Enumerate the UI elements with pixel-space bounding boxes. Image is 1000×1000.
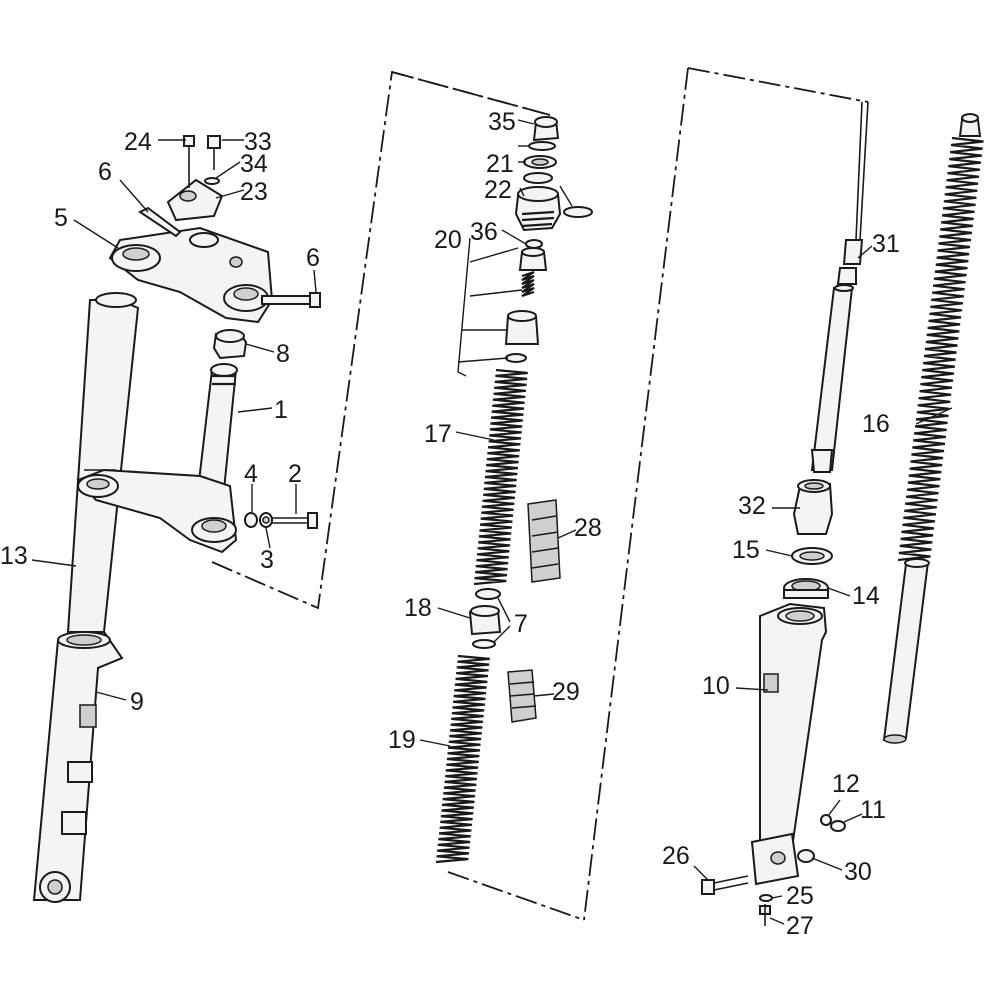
callout-6b: 6	[306, 244, 320, 272]
callout-5: 5	[54, 204, 68, 232]
callout-34: 34	[240, 150, 268, 178]
callout-25: 25	[786, 882, 814, 910]
callout-33: 33	[244, 128, 272, 156]
callout-32: 32	[738, 492, 766, 520]
right-fork-assembly	[693, 101, 984, 926]
callout-12: 12	[832, 770, 860, 798]
callout-17: 17	[424, 420, 452, 448]
callout-13: 13	[0, 542, 28, 570]
callout-3: 3	[260, 546, 274, 574]
callout-15: 15	[732, 536, 760, 564]
callout-labels: 24 33 34 23 6 5 6 8 1 2 4 3 13 9 35 21 2…	[0, 108, 900, 940]
callout-36: 36	[470, 218, 498, 246]
callout-11: 11	[860, 796, 886, 824]
left-fork-assembly	[31, 70, 551, 903]
callout-10: 10	[702, 672, 730, 700]
callout-2: 2	[288, 460, 302, 488]
callout-8: 8	[276, 340, 290, 368]
callout-28: 28	[574, 514, 602, 542]
callout-6a: 6	[98, 158, 112, 186]
callout-35: 35	[488, 108, 516, 136]
callout-18: 18	[404, 594, 432, 622]
callout-27: 27	[786, 912, 814, 940]
callout-21: 21	[486, 150, 514, 178]
callout-7: 7	[514, 610, 528, 638]
callout-22: 22	[484, 176, 512, 204]
callout-29: 29	[552, 678, 580, 706]
callout-1: 1	[274, 396, 288, 424]
callout-30: 30	[844, 858, 872, 886]
callout-23: 23	[240, 178, 268, 206]
callout-16: 16	[862, 410, 890, 438]
callout-14: 14	[852, 582, 880, 610]
callout-19: 19	[388, 726, 416, 754]
callout-31: 31	[872, 230, 900, 258]
middle-fork-internals	[391, 67, 869, 921]
callout-9: 9	[130, 688, 144, 716]
callout-20: 20	[434, 226, 462, 254]
callout-24: 24	[124, 128, 152, 156]
callout-4: 4	[244, 460, 258, 488]
callout-26: 26	[662, 842, 690, 870]
